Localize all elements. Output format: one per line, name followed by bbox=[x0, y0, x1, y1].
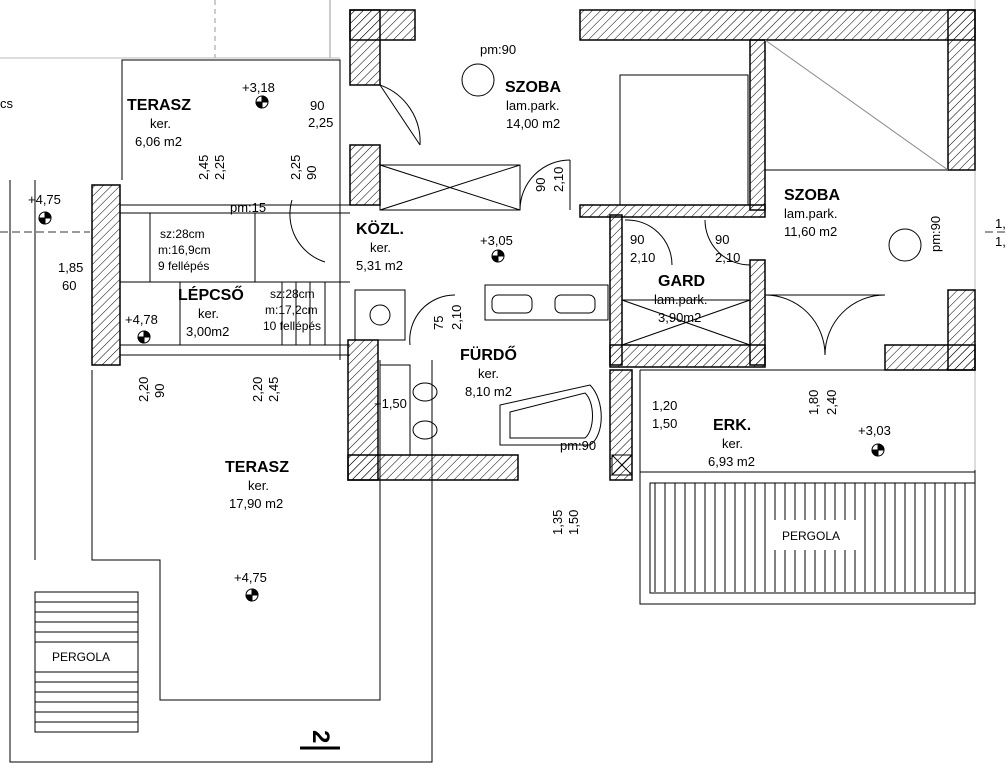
room-terasz-big-area: 17,90 m2 bbox=[229, 496, 283, 511]
stair-upper-rise: m:16,9cm bbox=[158, 243, 211, 257]
dim-90e: 90 bbox=[715, 232, 729, 247]
pergola-right bbox=[654, 483, 966, 592]
room-szoba2-name: SZOBA bbox=[784, 187, 840, 204]
stair-lower-rise: m:17,2cm bbox=[265, 303, 318, 317]
stair-upper-tread: sz:28cm bbox=[160, 227, 205, 241]
dim-75: 75 bbox=[431, 316, 446, 330]
dim-pm90-bath: pm:90 bbox=[560, 438, 596, 453]
section-marker-label: 2 bbox=[307, 730, 334, 743]
dim-90b: 90 bbox=[304, 166, 319, 180]
level-markers bbox=[38, 95, 885, 602]
room-szoba1-name: SZOBA bbox=[505, 79, 561, 96]
dim-90a: 90 bbox=[310, 98, 324, 113]
pergola-left bbox=[34, 591, 139, 733]
room-terasz-top-area: 6,06 m2 bbox=[135, 134, 182, 149]
dim-90c: 90 bbox=[533, 178, 548, 192]
room-erk-name: ERK. bbox=[713, 417, 751, 434]
dim-245b: 2,45 bbox=[266, 377, 281, 402]
room-gard-name: GARD bbox=[658, 273, 705, 290]
edge-1b: 1, bbox=[995, 234, 1006, 249]
room-szoba1-floor: lam.park. bbox=[506, 98, 559, 113]
room-szoba2-area: 11,60 m2 bbox=[784, 224, 837, 239]
dim-225b: 2,25 bbox=[212, 155, 227, 180]
dim-90f: 90 bbox=[152, 384, 167, 398]
dim-135: 1,35 bbox=[550, 510, 565, 535]
room-kozl-floor: ker. bbox=[370, 240, 391, 255]
level-label: +3,05 bbox=[480, 233, 513, 248]
dim-220b: 2,20 bbox=[250, 377, 265, 402]
dim-210b: 2,10 bbox=[630, 250, 655, 265]
dim-240: 2,40 bbox=[824, 390, 839, 415]
room-gard-area: 3,90m2 bbox=[658, 310, 701, 325]
room-kozl-area: 5,31 m2 bbox=[356, 258, 403, 273]
interior-lines bbox=[120, 39, 975, 476]
stair-lower-steps: 10 fellépés bbox=[263, 319, 321, 333]
room-furdo-name: FÜRDŐ bbox=[460, 345, 517, 364]
stair-upper-steps: 9 fellépés bbox=[158, 259, 209, 273]
room-gard-floor: lam.park. bbox=[654, 292, 707, 307]
room-terasz-top-name: TERASZ bbox=[127, 97, 191, 114]
level-label: +4,75 bbox=[234, 570, 267, 585]
vertical-dims: 2,45 2,25 2,25 90 90 2,10 pm:90 75 2,10 … bbox=[136, 155, 943, 535]
room-erk-floor: ker. bbox=[722, 436, 743, 451]
dim-pm90-top: pm:90 bbox=[480, 42, 516, 57]
door-swings bbox=[289, 84, 886, 356]
walls bbox=[91, 9, 976, 481]
dim-180: 1,80 bbox=[806, 390, 821, 415]
dim-210d: 2,10 bbox=[449, 305, 464, 330]
dim-150b: 1,50 bbox=[566, 510, 581, 535]
section-marker: 2 bbox=[300, 730, 340, 750]
room-szoba2-floor: lam.park. bbox=[784, 206, 837, 221]
room-lepcso-area: 3,00m2 bbox=[186, 324, 229, 339]
dim-120: 1,20 bbox=[652, 398, 677, 413]
dim-225c: 2,25 bbox=[288, 155, 303, 180]
level-label: +3,18 bbox=[242, 80, 275, 95]
room-furdo-floor: ker. bbox=[478, 366, 499, 381]
dim-220a: 2,20 bbox=[136, 377, 151, 402]
edge-cs: cs bbox=[0, 96, 14, 111]
dim-150a: 1,50 bbox=[652, 416, 677, 431]
room-lepcso-name: LÉPCSŐ bbox=[178, 285, 244, 304]
dim-210c: 2,10 bbox=[715, 250, 740, 265]
dim-210a: 2,10 bbox=[551, 167, 566, 192]
edge-1a: 1, bbox=[995, 216, 1006, 231]
room-erk-area: 6,93 m2 bbox=[708, 454, 755, 469]
room-terasz-big-floor: ker. bbox=[248, 478, 269, 493]
pergola-left-label: PERGOLA bbox=[52, 650, 110, 664]
room-furdo-area: 8,10 m2 bbox=[465, 384, 512, 399]
level-label: +3,03 bbox=[858, 423, 891, 438]
room-terasz-big-name: TERASZ bbox=[225, 459, 289, 476]
room-terasz-top-floor: ker. bbox=[150, 116, 171, 131]
level-label: +4,78 bbox=[125, 312, 158, 327]
level-label: +4,75 bbox=[28, 192, 61, 207]
terrace-outlines bbox=[9, 59, 976, 763]
dim-245a: 2,45 bbox=[196, 155, 211, 180]
dim-pm90-right: pm:90 bbox=[928, 216, 943, 252]
dim-185: 1,85 bbox=[58, 260, 83, 275]
stair-lower-tread: sz:28cm bbox=[270, 287, 315, 301]
level-label: +1,50 bbox=[374, 396, 407, 411]
room-kozl-name: KÖZL. bbox=[356, 219, 404, 238]
dim-pm15: pm:15 bbox=[230, 200, 266, 215]
dim-225a: 2,25 bbox=[308, 115, 333, 130]
dim-90d: 90 bbox=[630, 232, 644, 247]
fixtures bbox=[369, 63, 922, 440]
dim-60: 60 bbox=[62, 278, 76, 293]
pergola-right-label: PERGOLA bbox=[782, 529, 840, 543]
room-szoba1-area: 14,00 m2 bbox=[506, 116, 560, 131]
room-lepcso-floor: ker. bbox=[198, 306, 219, 321]
